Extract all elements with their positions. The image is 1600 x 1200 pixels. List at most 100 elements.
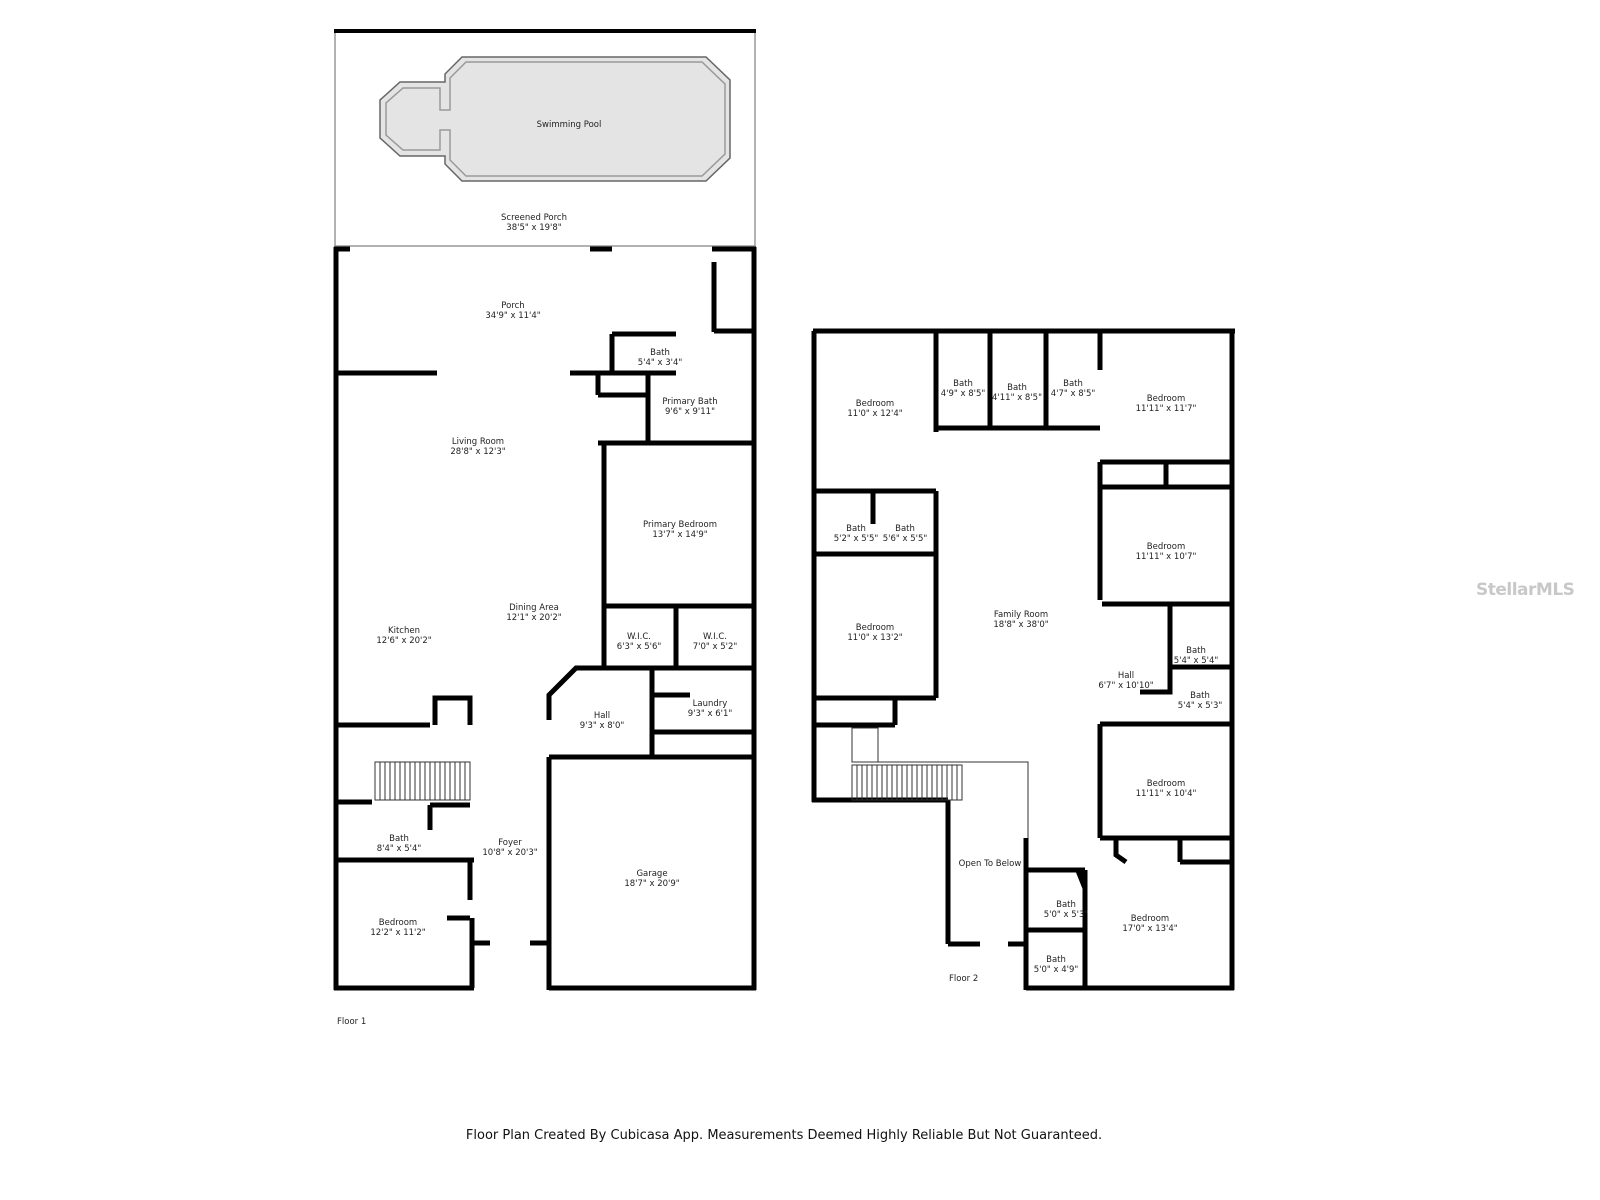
room-dims: 18'7" x 20'9"	[624, 879, 680, 889]
floor2-walls	[811, 328, 1235, 991]
room-name: Bedroom	[855, 399, 895, 409]
room-name: Hall	[1117, 671, 1135, 681]
room-dims: 5'4" x 5'3"	[1177, 701, 1223, 711]
room-dims: 13'7" x 14'9"	[652, 530, 708, 540]
room-name: Bath	[895, 524, 915, 534]
room-name: Bath	[1056, 900, 1076, 910]
room-name: Bedroom	[1146, 779, 1186, 789]
room-dims: 11'0" x 13'2"	[847, 633, 903, 643]
room-dims: 5'4" x 3'4"	[637, 358, 683, 368]
floor2-stairs	[851, 727, 1029, 838]
room-name: Porch	[501, 301, 525, 311]
room-name: Living Room	[451, 437, 505, 447]
room-open-to-below: Open To Below	[959, 859, 1022, 869]
room-name: Screened Porch	[501, 213, 567, 223]
room-dims: 18'8" x 38'0"	[993, 620, 1049, 630]
room-name: W.I.C.	[703, 632, 727, 642]
room-dims: 11'11" x 10'4"	[1135, 789, 1197, 799]
room-name: Bedroom	[1146, 394, 1186, 404]
floor2-label: Floor 2	[949, 974, 979, 984]
room-dims: 17'0" x 13'4"	[1122, 924, 1178, 934]
room-name: Dining Area	[509, 603, 559, 613]
room-name: Bedroom	[855, 623, 895, 633]
room-dims: 5'0" x 4'9"	[1033, 965, 1079, 975]
room-name: Bath	[1186, 646, 1206, 656]
room-name: Bath	[1046, 955, 1066, 965]
room-name: W.I.C.	[627, 632, 651, 642]
room-dims: 4'9" x 8'5"	[940, 389, 986, 399]
room-name: Bath	[846, 524, 866, 534]
room-dims: 6'3" x 5'6"	[616, 642, 662, 652]
room-name: Primary Bedroom	[643, 520, 717, 530]
pool	[379, 56, 731, 182]
footer-disclaimer: Floor Plan Created By Cubicasa App. Meas…	[465, 1128, 1103, 1143]
room-dims: 8'4" x 5'4"	[376, 844, 422, 854]
room-dims: 9'3" x 6'1"	[687, 709, 733, 719]
room-name: Bedroom	[1146, 542, 1186, 552]
room-dims: 5'2" x 5'5"	[833, 534, 879, 544]
room-dims: 38'5" x 19'8"	[506, 223, 562, 233]
room-name: Primary Bath	[662, 397, 718, 407]
room-dims: 7'0" x 5'2"	[692, 642, 738, 652]
room-dims: 9'6" x 9'11"	[665, 407, 715, 417]
room-dims: 11'0" x 12'4"	[847, 409, 903, 419]
room-dims: 5'6" x 5'5"	[882, 534, 928, 544]
room-dims: 12'1" x 20'2"	[506, 613, 562, 623]
room-name: Laundry	[692, 699, 728, 709]
room-name: Hall	[593, 711, 611, 721]
room-dims: 12'6" x 20'2"	[376, 636, 432, 646]
room-name: Bedroom	[378, 918, 418, 928]
room-dims: 11'11" x 10'7"	[1135, 552, 1197, 562]
room-dims: 34'9" x 11'4"	[485, 311, 541, 321]
room-name: Bath	[650, 348, 670, 358]
room-wic: W.I.C.7'0" x 5'2"	[693, 632, 738, 652]
room-name: Bath	[1007, 383, 1027, 393]
room-dims: 10'8" x 20'3"	[482, 848, 538, 858]
room-name: Bath	[1063, 379, 1083, 389]
room-dims: 28'8" x 12'3"	[450, 447, 506, 457]
room-name: Bath	[389, 834, 409, 844]
room-dims: 11'11" x 11'7"	[1135, 404, 1197, 414]
room-dims: 4'7" x 8'5"	[1050, 389, 1096, 399]
room-dims: 6'7" x 10'10"	[1098, 681, 1154, 691]
room-dims: 4'11" x 8'5"	[992, 393, 1042, 403]
room-dims: 5'4" x 5'4"	[1173, 656, 1219, 666]
floor1-stairs	[374, 761, 471, 801]
room-name: Bath	[1190, 691, 1210, 701]
room-name: Family Room	[993, 610, 1049, 620]
room-name: Bedroom	[1130, 914, 1170, 924]
room-name: Foyer	[498, 838, 522, 848]
room-name: Garage	[636, 869, 668, 879]
room-name: Open To Below	[958, 859, 1022, 869]
